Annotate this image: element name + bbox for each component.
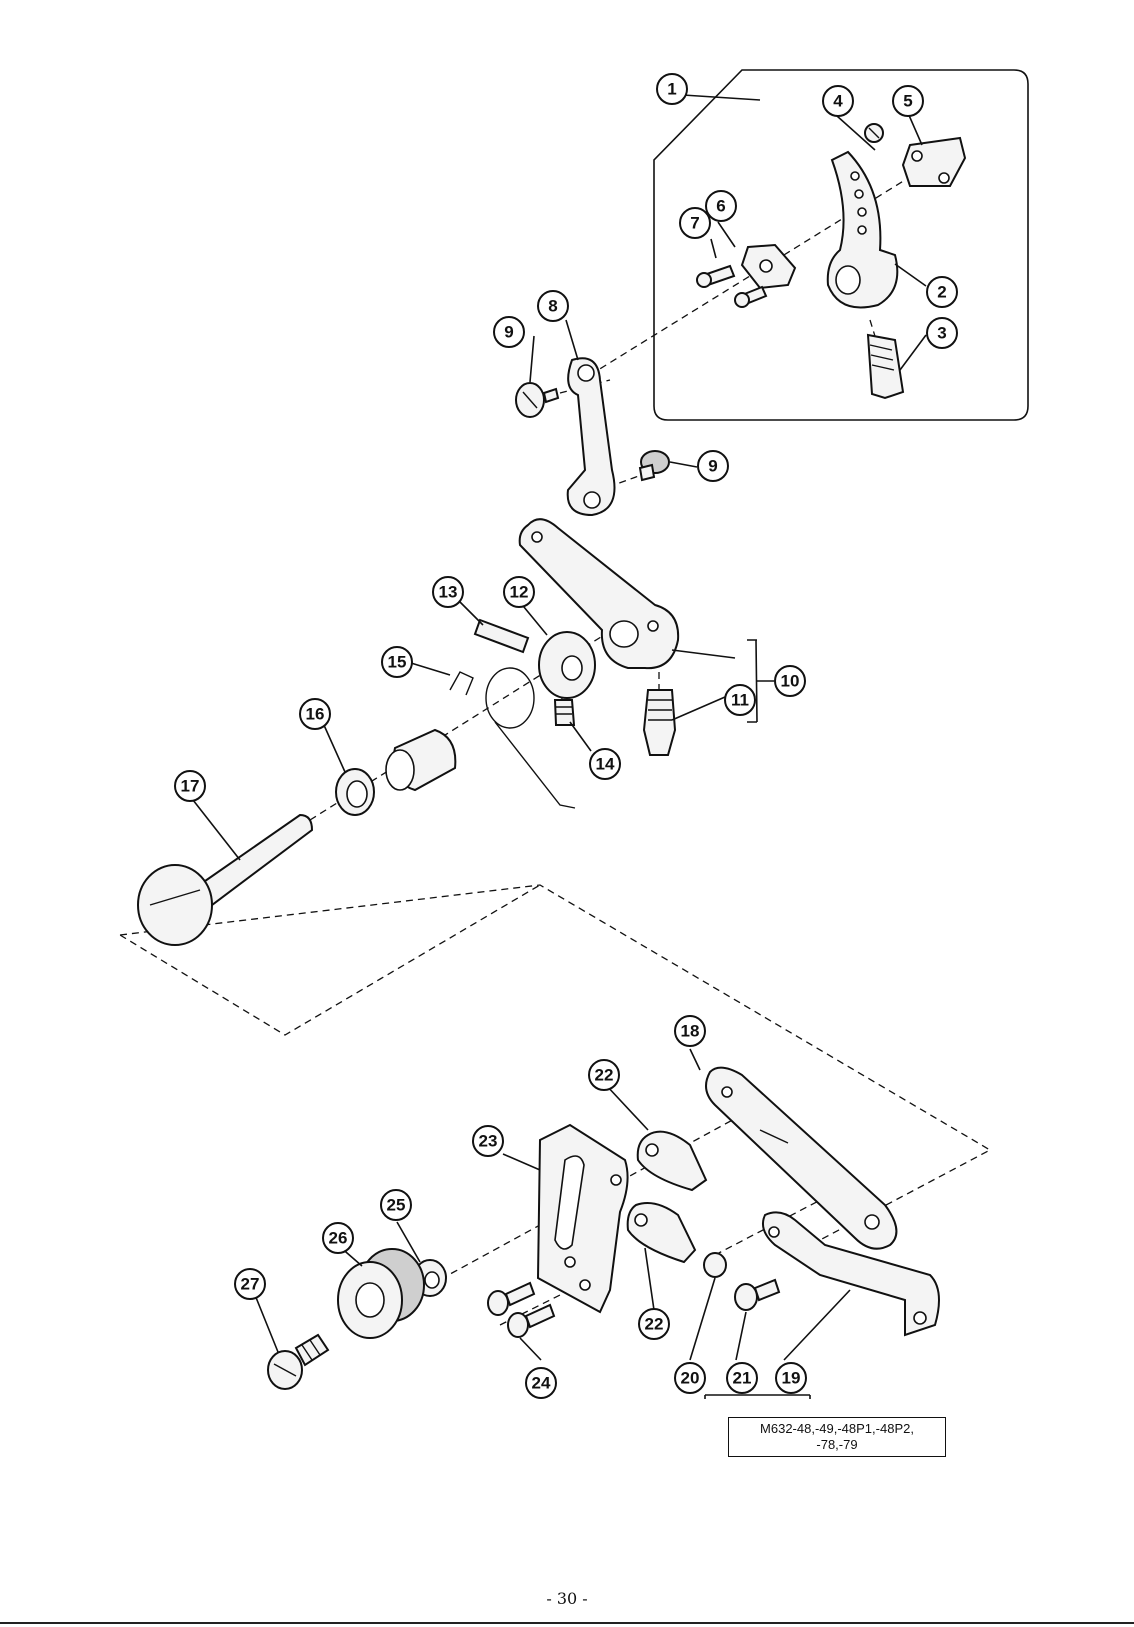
svg-text:19: 19	[782, 1369, 801, 1388]
part-14-setscrew	[555, 700, 574, 725]
svg-text:21: 21	[733, 1369, 752, 1388]
page-number: - 30 -	[517, 1589, 617, 1608]
svg-text:22: 22	[595, 1066, 614, 1085]
bottom-rule	[0, 1622, 1134, 1624]
callout-1: 1	[657, 74, 687, 104]
svg-text:26: 26	[329, 1229, 348, 1248]
callout-5: 5	[893, 86, 923, 116]
callout-16: 16	[300, 699, 330, 729]
model-note-box: M632-48,-49,-48P1,-48P2, -78,-79	[728, 1417, 946, 1457]
callout-9-upper: 9	[494, 317, 524, 347]
part-24-screws	[488, 1283, 554, 1337]
svg-text:14: 14	[596, 755, 615, 774]
part-11-bolt	[644, 690, 675, 755]
part-9-screw-upper	[516, 383, 558, 417]
callout-11: 11	[725, 685, 755, 715]
callout-12: 12	[504, 577, 534, 607]
part-12-collar	[539, 632, 595, 698]
svg-text:7: 7	[690, 214, 699, 233]
part-2-arm	[828, 152, 898, 308]
callout-3: 3	[927, 318, 957, 348]
bushing	[386, 730, 455, 790]
callout-13: 13	[433, 577, 463, 607]
callout-21: 21	[727, 1363, 757, 1393]
callout-2: 2	[927, 277, 957, 307]
part-16-washer	[336, 769, 374, 815]
part-8-link	[568, 358, 615, 515]
part-26-knurled-nut	[338, 1249, 424, 1338]
callout-22-lower: 22	[639, 1309, 669, 1339]
part-3-bolt	[868, 335, 903, 398]
svg-text:15: 15	[388, 653, 407, 672]
part-23-slotted-plate	[538, 1125, 628, 1312]
svg-text:9: 9	[504, 323, 513, 342]
model-note-line-1: M632-48,-49,-48P1,-48P2,	[729, 1421, 945, 1437]
callout-10: 10	[775, 666, 805, 696]
svg-text:8: 8	[548, 297, 557, 316]
callout-9-lower: 9	[698, 451, 728, 481]
part-21-screw	[735, 1280, 779, 1310]
callout-17: 17	[175, 771, 205, 801]
model-note-line-2: -78,-79	[729, 1437, 945, 1453]
svg-text:6: 6	[716, 197, 725, 216]
part-4-screw	[865, 124, 883, 142]
svg-text:18: 18	[681, 1022, 700, 1041]
svg-text:1: 1	[667, 80, 676, 99]
svg-text:24: 24	[532, 1374, 551, 1393]
svg-text:5: 5	[903, 92, 912, 111]
svg-text:27: 27	[241, 1275, 260, 1294]
svg-text:17: 17	[181, 777, 200, 796]
callout-8: 8	[538, 291, 568, 321]
part-17-shaft	[138, 815, 312, 945]
part-18-lever	[706, 1068, 896, 1249]
callout-18: 18	[675, 1016, 705, 1046]
callout-15: 15	[382, 647, 412, 677]
svg-text:10: 10	[781, 672, 800, 691]
svg-text:13: 13	[439, 583, 458, 602]
svg-text:2: 2	[937, 283, 946, 302]
callout-23: 23	[473, 1126, 503, 1156]
svg-text:22: 22	[645, 1315, 664, 1334]
svg-text:23: 23	[479, 1132, 498, 1151]
svg-text:3: 3	[937, 324, 946, 343]
svg-text:12: 12	[510, 583, 529, 602]
callout-26: 26	[323, 1223, 353, 1253]
part-27-bolt	[268, 1335, 328, 1389]
callout-24: 24	[526, 1368, 556, 1398]
callout-20: 20	[675, 1363, 705, 1393]
callout-27: 27	[235, 1269, 265, 1299]
callout-19: 19	[776, 1363, 806, 1393]
part-9-screw-lower	[640, 451, 669, 480]
svg-text:4: 4	[833, 92, 843, 111]
callout-14: 14	[590, 749, 620, 779]
svg-text:20: 20	[681, 1369, 700, 1388]
part-6-plate	[742, 245, 795, 288]
svg-text:25: 25	[387, 1196, 406, 1215]
svg-text:9: 9	[708, 457, 717, 476]
part-5-block	[903, 138, 965, 186]
callout-6: 6	[706, 191, 736, 221]
callout-22-upper: 22	[589, 1060, 619, 1090]
part-20-screw	[704, 1253, 726, 1277]
callout-7: 7	[680, 208, 710, 238]
part-22-cam-lower	[628, 1203, 695, 1262]
svg-text:11: 11	[731, 691, 749, 710]
callout-4: 4	[823, 86, 853, 116]
callout-25: 25	[381, 1190, 411, 1220]
svg-text:16: 16	[306, 705, 325, 724]
